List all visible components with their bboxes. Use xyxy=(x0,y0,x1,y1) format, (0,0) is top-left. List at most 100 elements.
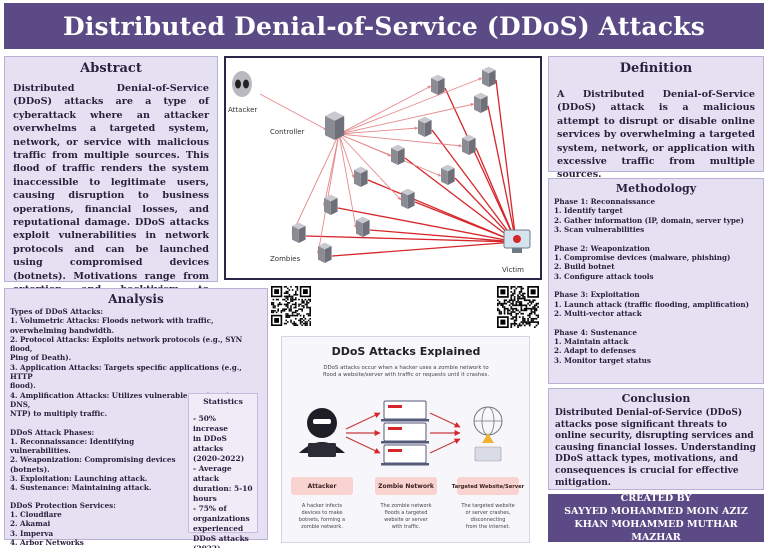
conclusion-heading: Conclusion xyxy=(621,392,691,405)
statistics-heading: Statistics xyxy=(203,397,243,406)
zombie-server-icon xyxy=(474,92,488,113)
ddos-explained-infographic: DDoS Attacks Explained DDoS attacks occu… xyxy=(281,336,530,543)
statistic-line: organizations xyxy=(193,514,250,524)
methodology-heading: Methodology xyxy=(615,182,697,195)
controller-label: Controller xyxy=(270,128,305,136)
statistic-line: experienced xyxy=(193,524,244,534)
definition-heading: Definition xyxy=(619,61,693,76)
credits-box: CREATED BY SAYYED MOHAMMED MOIN AZIZ KHA… xyxy=(548,493,764,543)
attack-type-line: 3. Application Attacks: Targets specific… xyxy=(10,362,242,382)
methodology-step: 3. Configure attack tools xyxy=(554,271,654,281)
methodology-step: 2. Gather information (IP, domain, serve… xyxy=(554,215,744,225)
definition-panel: Definition A Distributed Denial-of-Servi… xyxy=(548,56,764,180)
qr-code-left-icon xyxy=(271,286,311,326)
methodology-step: 2. Adapt to defenses xyxy=(554,346,636,356)
zombie-server-icon xyxy=(356,216,370,237)
targeted-server-icon xyxy=(473,406,503,462)
explainer-card-description: devices to make xyxy=(302,510,343,516)
explainer-card-label-bg xyxy=(291,477,353,495)
explainer-card-description: The targeted website xyxy=(460,503,514,509)
analysis-panel: Analysis Types of DDoS Attacks:1. Volume… xyxy=(4,288,268,548)
network-diagram-svg: Attacker Controller Zombies Victim xyxy=(228,66,531,274)
explainer-card-label: Targeted Website/Server xyxy=(452,484,525,490)
zombie-server-icon xyxy=(292,222,306,243)
attack-phase-line: 2. Weaponization: Compromising devices xyxy=(10,455,176,465)
explainer-subtitle-line: flood a website/server with traffic or r… xyxy=(323,372,489,378)
qr-code-left[interactable] xyxy=(271,286,311,326)
zombie-server-icon xyxy=(441,164,455,185)
attacker-alien-icon xyxy=(232,71,252,97)
attack-phase-line: (botnets). xyxy=(10,464,50,474)
conclusion-panel: Conclusion Distributed Denial-of-Service… xyxy=(548,388,764,490)
zombie-server-icon xyxy=(324,194,338,215)
qr-code-right[interactable] xyxy=(497,286,539,328)
protection-service-line: 1. Cloudflare xyxy=(10,509,62,519)
credits-author-1: SAYYED MOHAMMED MOIN AZIZ xyxy=(564,506,748,517)
attack-phases-list: DDoS Attack Phases:1. Reconnaissance: Id… xyxy=(10,428,192,493)
protection-service-line: DDoS Protection Services: xyxy=(10,500,116,510)
zombie-server-icon xyxy=(391,144,405,165)
explainer-svg: DDoS Attacks Explained DDoS attacks occu… xyxy=(291,345,525,530)
explainer-card-description: disconnecting xyxy=(471,517,506,523)
attack-type-line: Ping of Death). xyxy=(10,353,72,363)
methodology-step: 3. Scan vulnerabilities xyxy=(554,224,645,234)
zombie-server-icon xyxy=(462,134,476,155)
protection-service-line: 2. Akamai xyxy=(10,519,51,529)
attack-types-list: Types of DDoS Attacks:1. Volumetric Atta… xyxy=(10,307,262,419)
zombie-server-icon xyxy=(482,66,496,87)
abstract-heading: Abstract xyxy=(80,61,142,76)
zombie-server-icon xyxy=(401,188,415,209)
methodology-step: 1. Identify target xyxy=(554,206,623,216)
methodology-phase-title: Phase 4: Sustenance xyxy=(554,327,637,337)
statistic-line: (2020-2022) xyxy=(193,454,245,464)
attack-type-line: overwhelming bandwidth. xyxy=(10,325,115,335)
qr-code-right-icon xyxy=(497,286,539,328)
explainer-card-label-bg xyxy=(375,477,437,495)
attack-type-line: 2. Protocol Attacks: Exploits network pr… xyxy=(10,334,243,354)
statistic-line: DDoS attacks xyxy=(193,534,249,544)
attack-phase-line: 3. Exploitation: Launching attack. xyxy=(10,474,148,484)
methodology-step: 2. Build botnet xyxy=(554,262,615,272)
controller-server-icon xyxy=(325,111,345,140)
hacker-icon xyxy=(299,408,345,457)
explainer-card-description: The zombie network xyxy=(380,503,432,509)
explainer-card-description: floods a targeted xyxy=(385,510,428,516)
methodology-phase-title: Phase 1: Reconnaissance xyxy=(554,197,656,206)
credits-author-2: KHAN MOHAMMED MUTHAR MAZHAR xyxy=(574,519,738,543)
statistic-line: hours xyxy=(193,494,217,504)
attack-phase-line: 4. Sustenance: Maintaining attack. xyxy=(10,483,152,493)
zombie-server-icon xyxy=(431,74,445,95)
attack-phase-line: 1. Reconnaissance: Identifying vulnerabi… xyxy=(10,436,135,456)
abstract-panel: Abstract Distributed Denial-of-Service (… xyxy=(4,56,218,309)
explainer-card-description: website or server xyxy=(384,517,428,523)
statistic-line: - Average attack xyxy=(193,464,232,484)
definition-text: A Distributed Denial-of-Service (DDoS) a… xyxy=(557,89,755,181)
attack-type-line: 4. Amplification Attacks: Utilizes vulne… xyxy=(10,390,246,409)
statistic-line: (2022) xyxy=(193,544,253,548)
explainer-subtitle-line: DDoS attacks occur when a hacker uses a … xyxy=(323,365,488,371)
methodology-step: 1. Launch attack (traffic flooding, ampl… xyxy=(554,299,750,309)
zombie-server-icon xyxy=(318,242,332,263)
statistic-line: duration: 5-10 xyxy=(193,484,253,494)
victim-computer-icon xyxy=(503,229,531,253)
methodology-step: 3. Monitor target status xyxy=(554,355,651,365)
victim-label: Victim xyxy=(502,266,524,274)
protection-service-line: 4. Arbor Networks xyxy=(10,537,84,547)
methodology-phase-title: Phase 3: Exploitation xyxy=(554,290,640,300)
explainer-card-label: Attacker xyxy=(308,483,337,490)
statistic-line: - 50% increase xyxy=(193,414,228,434)
explainer-card-description: zombie network. xyxy=(301,524,343,530)
attack-phase-line: DDoS Attack Phases: xyxy=(10,427,95,437)
methodology-step: 1. Compromise devices (malware, phishing… xyxy=(554,252,731,262)
ddos-network-diagram: Attacker Controller Zombies Victim xyxy=(224,56,542,280)
explainer-card-description: A hacker infects xyxy=(302,503,343,509)
zombie-server-icon xyxy=(418,116,432,137)
